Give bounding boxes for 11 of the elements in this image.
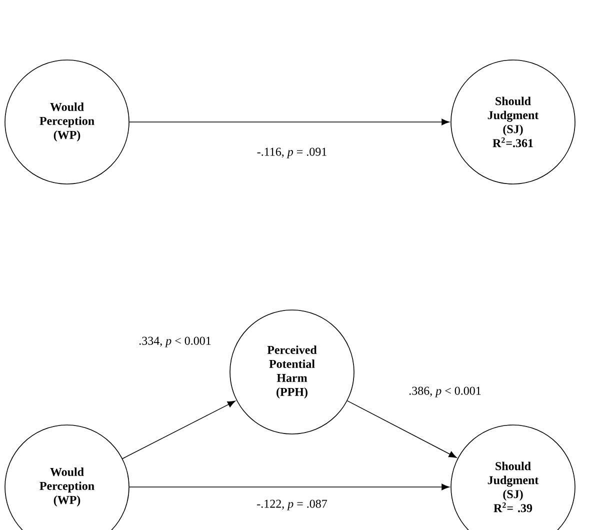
edge-label: .386, p < 0.001: [408, 386, 482, 398]
circle-node: Would Perception (WP): [4, 60, 130, 184]
edge-label: -.116, p = .091: [256, 146, 328, 160]
edge-label: -.122, p = .087: [256, 498, 328, 512]
circle-node: Perceived Potential Harm (PPH): [230, 310, 354, 434]
arrow: [346, 400, 457, 458]
arrow: [129, 484, 450, 490]
circle-node: Should Judgment (SJ) R$^{2}$=.361: [450, 60, 576, 184]
arrow: [122, 400, 236, 459]
arrow: [129, 118, 450, 126]
edge-label: .334, p < 0.001: [138, 336, 212, 348]
